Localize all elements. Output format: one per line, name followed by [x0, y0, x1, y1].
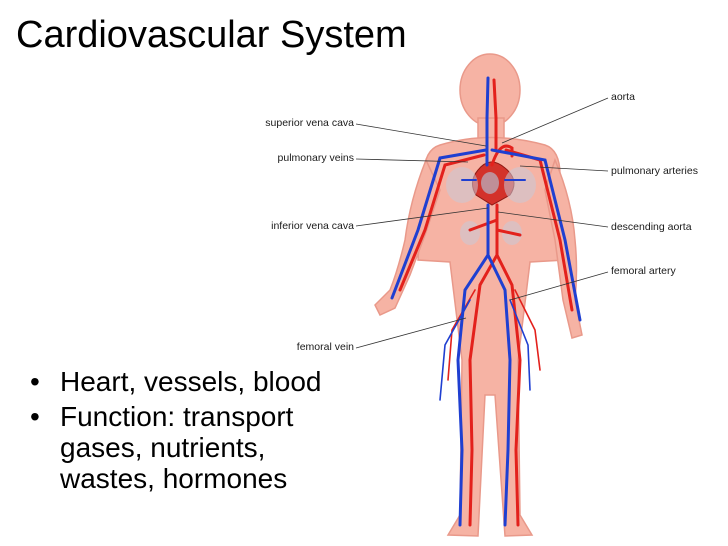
label-descending-aorta: descending aorta — [611, 221, 692, 233]
veins — [390, 76, 582, 527]
label-femoral-artery: femoral artery — [611, 265, 676, 277]
label-pulmonary-veins: pulmonary veins — [277, 152, 354, 164]
bullet-item: •Function: transport gases, nutrients, w… — [30, 401, 294, 494]
slide-title: Cardiovascular System — [16, 14, 407, 56]
label-aorta: aorta — [611, 91, 635, 103]
bullet-list: •Heart, vessels, blood •Function: transp… — [28, 366, 321, 498]
bullet-dot-icon: • — [30, 401, 40, 432]
body-silhouette — [374, 53, 583, 537]
label-femoral-vein: femoral vein — [296, 341, 354, 353]
bullet-item: •Heart, vessels, blood — [30, 366, 322, 397]
organ-shapes — [446, 167, 536, 245]
bullet-dot-icon: • — [30, 366, 40, 397]
label-superior-vena-cava: superior vena cava — [265, 117, 354, 129]
leader-lines — [355, 97, 609, 349]
label-pulmonary-arteries: pulmonary arteries — [611, 165, 698, 177]
label-inferior-vena-cava: inferior vena cava — [271, 220, 354, 232]
